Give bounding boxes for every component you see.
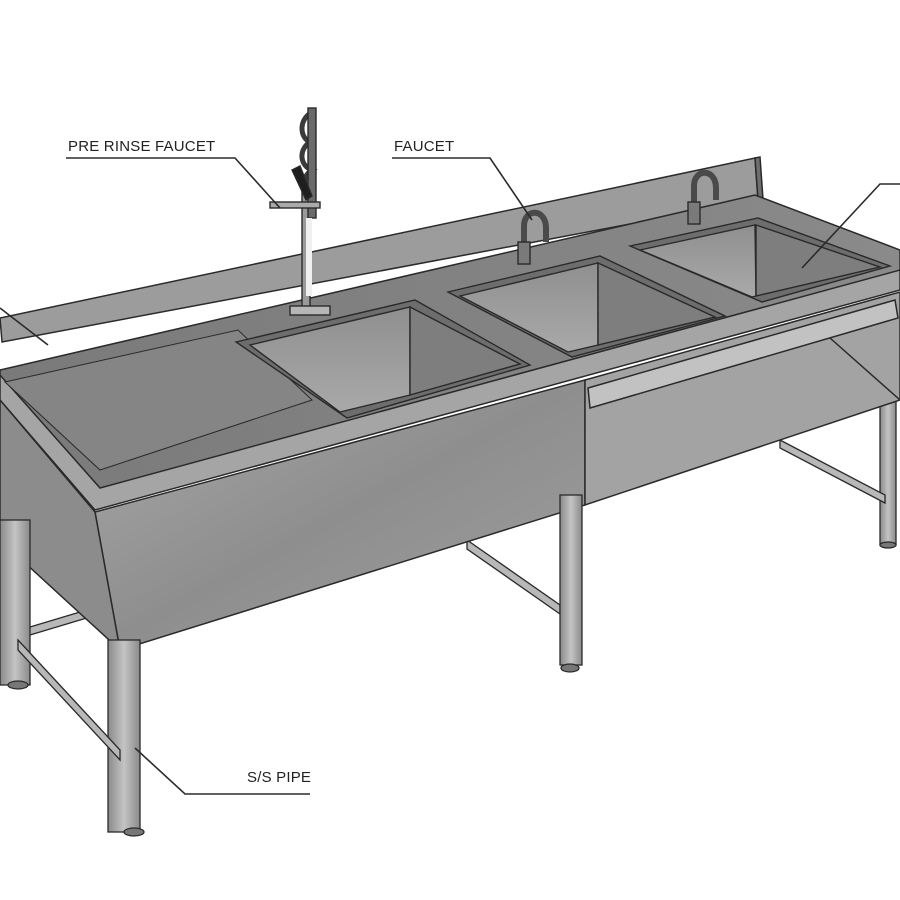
callout-label-faucet: FAUCET: [394, 138, 454, 155]
pre-rinse-faucet: [269, 107, 331, 316]
faucet-2: [687, 169, 719, 225]
sink-bowl-1: [234, 299, 532, 419]
callout-pipe: S/S PIPE: [134, 747, 311, 795]
callout-label-pre-rinse-faucet: PRE RINSE FAUCET: [68, 138, 215, 155]
callout-leader-bowl: [801, 183, 900, 269]
callout-pre-rinse-faucet: PRE RINSE FAUCET: [66, 138, 281, 209]
faucet-1: [517, 209, 549, 265]
sink-bowl-3: [627, 217, 893, 303]
front-legs: [0, 494, 583, 837]
sink-bowl-2: [446, 255, 728, 358]
callout-label-pipe: S/S PIPE: [247, 769, 311, 786]
front-apron: [0, 291, 900, 653]
callout-leader-drainboard: [0, 307, 49, 346]
callout-faucet: FAUCET: [392, 138, 533, 221]
drainboard: [3, 329, 313, 471]
